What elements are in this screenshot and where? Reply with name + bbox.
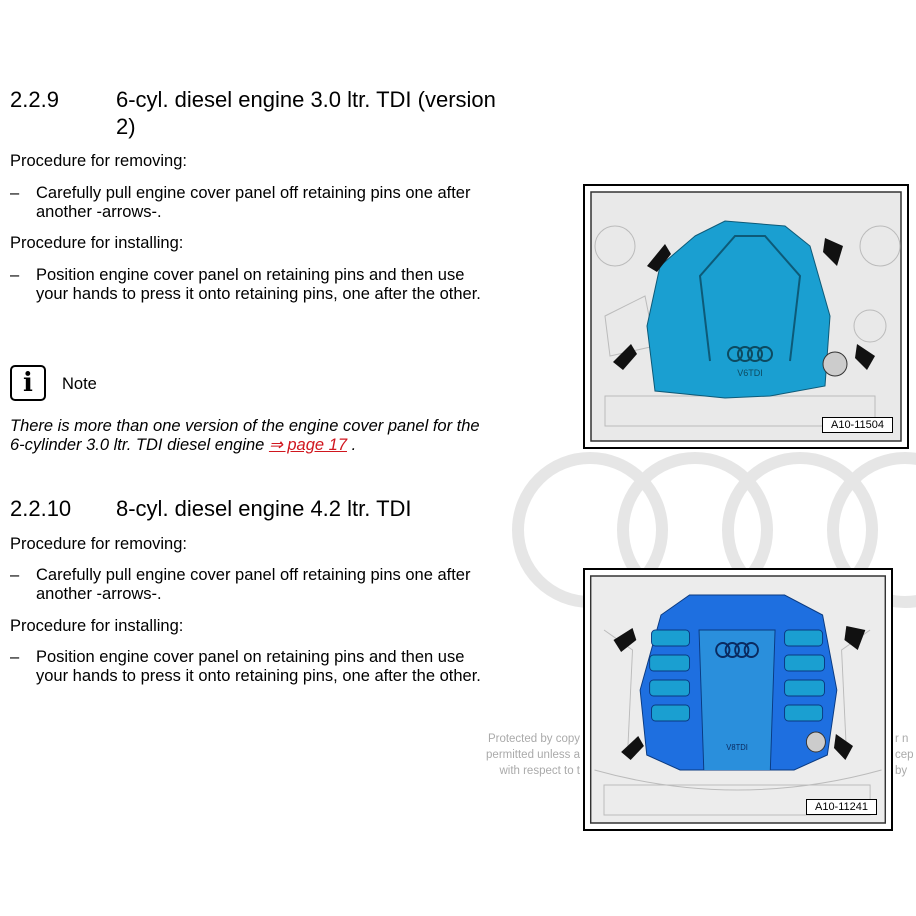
figure-label: A10-11241 [805,799,877,815]
installing-step: –Position engine cover panel on retainin… [10,266,481,303]
section-title: 8-cyl. diesel engine 4.2 ltr. TDI [116,496,412,521]
section-title: 6-cyl. diesel engine 3.0 ltr. TDI (versi… [116,87,496,139]
figure-engine-v6: V6TDI A10-11504 [583,184,909,449]
installing-heading: Procedure for installing: [10,617,184,635]
removing-step: –Carefully pull engine cover panel off r… [10,184,471,221]
note-label: Note [62,375,97,393]
installing-step: –Position engine cover panel on retainin… [10,648,481,685]
removing-heading: Procedure for removing: [10,535,187,553]
note-text: There is more than one version of the en… [10,417,480,454]
cover-text: V6TDI [737,368,763,378]
cover-text: V8TDI [726,743,748,752]
section-number: 2.2.10 [10,496,72,521]
page-link[interactable]: ⇒ page 17 [268,436,347,454]
removing-step: –Carefully pull engine cover panel off r… [10,566,471,603]
installing-heading: Procedure for installing: [10,234,184,252]
info-icon: i [10,365,46,401]
figure-engine-v8: V8TDI A10-11241 [583,568,893,831]
section-number: 2.2.9 [10,87,59,112]
figure-label: A10-11504 [821,417,893,433]
removing-heading: Procedure for removing: [10,152,187,170]
